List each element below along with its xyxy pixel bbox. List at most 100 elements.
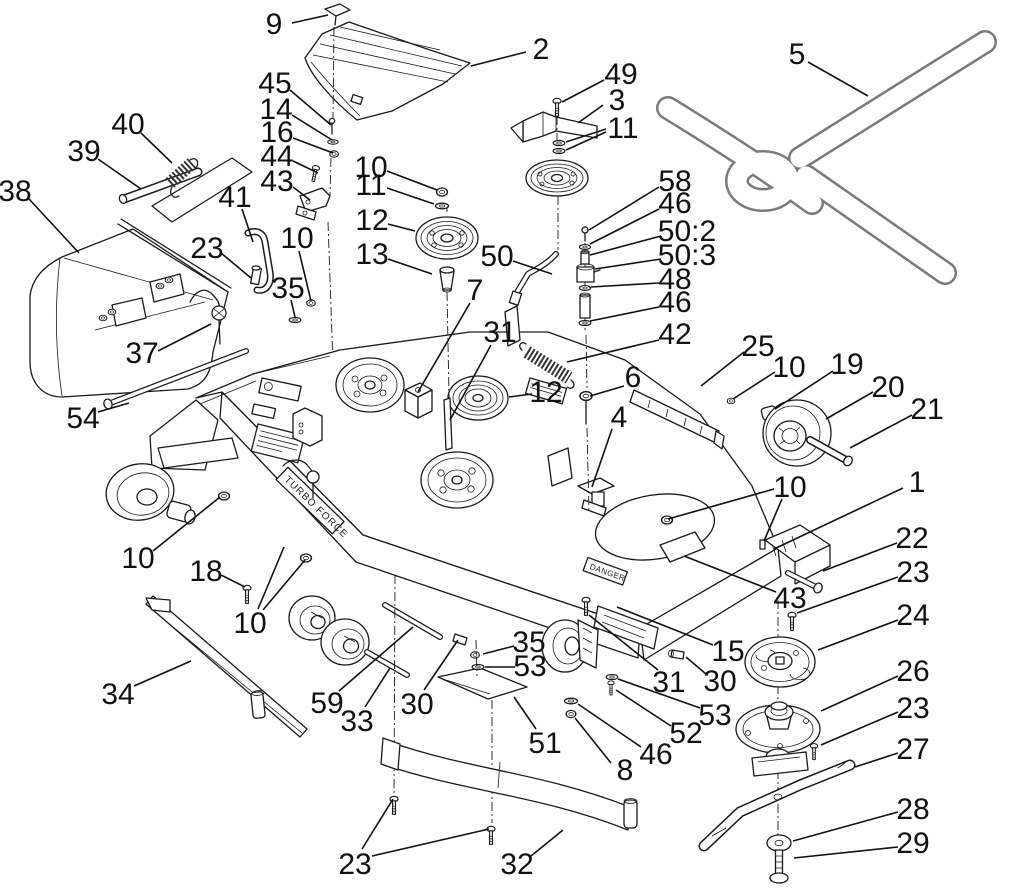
leader-line-34 <box>133 660 192 687</box>
leader-line-41 <box>241 208 254 243</box>
callout-45: 45 <box>258 67 291 100</box>
callout-10: 10 <box>121 542 154 575</box>
leader-line-23 <box>796 576 899 614</box>
callout-9: 9 <box>266 8 283 41</box>
long-bolt-22 <box>785 570 823 594</box>
leader-line-10 <box>667 488 775 520</box>
deck-brackets <box>217 299 831 650</box>
leader-line-4 <box>591 428 613 488</box>
spindle-assembly <box>735 600 821 880</box>
leader-line-22 <box>822 542 898 572</box>
callout-20: 20 <box>871 371 904 404</box>
callout-27: 27 <box>896 733 929 766</box>
callout-30: 30 <box>400 688 433 721</box>
leader-line-11 <box>565 128 607 143</box>
leader-line-14 <box>291 114 333 141</box>
leader-line-1 <box>773 487 904 550</box>
callout-10: 10 <box>354 151 387 184</box>
torsion-spring <box>165 158 199 198</box>
discharge-chute <box>29 157 253 398</box>
leader-line-3 <box>577 104 604 124</box>
callout-48: 48 <box>658 263 691 296</box>
leader-line-32 <box>530 829 564 857</box>
leader-line-6 <box>589 385 625 397</box>
leader-line-12 <box>508 393 533 398</box>
callout-31: 31 <box>483 316 516 349</box>
grease-whip <box>189 289 227 345</box>
callout-39: 39 <box>67 135 100 168</box>
callout-35: 35 <box>512 626 545 659</box>
callout-8: 8 <box>617 754 634 787</box>
callout-37: 37 <box>125 337 158 370</box>
callout-23: 23 <box>190 232 223 265</box>
leader-line-2 <box>470 51 527 67</box>
support-rail <box>629 389 725 450</box>
callout-58: 58 <box>658 165 691 198</box>
callout-44: 44 <box>260 140 293 173</box>
leader-line-42 <box>566 339 660 363</box>
callout-34: 34 <box>101 678 134 711</box>
leader-line-48 <box>590 282 660 288</box>
callout-10: 10 <box>772 351 805 384</box>
leader-line-11 <box>386 187 435 205</box>
callout-11: 11 <box>355 169 386 202</box>
callout-50: 50 <box>480 240 513 273</box>
caster-wheel-right <box>760 399 853 467</box>
callout-51: 51 <box>528 727 561 760</box>
leader-line-40 <box>140 132 173 164</box>
callout-21: 21 <box>910 393 943 426</box>
callout-46: 46 <box>639 738 672 771</box>
callout-4: 4 <box>611 401 628 434</box>
callout-42: 42 <box>658 318 691 351</box>
callout-43: 43 <box>773 582 806 615</box>
callout-52: 52 <box>669 717 702 750</box>
callout-23: 23 <box>896 692 929 725</box>
front-baffle <box>380 737 638 845</box>
leader-line-15 <box>616 606 714 646</box>
leader-line-28 <box>792 811 899 842</box>
callout-25: 25 <box>741 330 774 363</box>
leader-line-52 <box>615 689 672 727</box>
extension-spring <box>519 342 575 389</box>
leader-line-13 <box>387 258 433 275</box>
idler-pulley-right <box>510 97 598 250</box>
leader-line-12 <box>387 223 416 232</box>
leader-line-24 <box>817 619 899 651</box>
callout-7: 7 <box>467 274 484 307</box>
drive-belt <box>656 30 997 285</box>
blade <box>698 759 856 852</box>
callout-43: 43 <box>260 165 293 198</box>
leader-line-21 <box>849 414 913 449</box>
idler-arm <box>508 251 559 306</box>
leader-line-58 <box>588 186 660 231</box>
callout-10: 10 <box>773 471 806 504</box>
spindle-pulley-lower <box>420 451 494 509</box>
callout-23: 23 <box>896 556 929 589</box>
caster-wheel-left <box>105 437 239 525</box>
leader-line-43 <box>292 186 311 201</box>
belt-cover <box>304 21 471 121</box>
leader-line-10 <box>298 250 312 302</box>
leader-line-10 <box>262 559 306 611</box>
callout-59: 59 <box>310 687 343 720</box>
adjustment-pin <box>103 348 249 410</box>
skid-rail <box>145 595 308 738</box>
callout-54: 54 <box>66 402 99 435</box>
pivot-block <box>404 382 433 419</box>
callout-18: 18 <box>189 555 222 588</box>
callout-49: 49 <box>604 58 637 91</box>
callout-40: 40 <box>111 108 144 141</box>
leader-line-8 <box>574 717 612 764</box>
leader-line-10 <box>732 371 776 400</box>
latch-bracket <box>244 228 274 294</box>
idler-pulley-center <box>415 187 479 447</box>
leader-line-16 <box>292 137 334 154</box>
leader-line-44 <box>292 160 319 174</box>
pivot-rod <box>118 167 203 205</box>
anti-scalp-rollers <box>288 595 370 666</box>
roller-rods <box>364 574 493 823</box>
leader-line-31 <box>588 614 659 671</box>
baffle-strip <box>443 397 453 451</box>
leader-line-38 <box>28 198 80 254</box>
